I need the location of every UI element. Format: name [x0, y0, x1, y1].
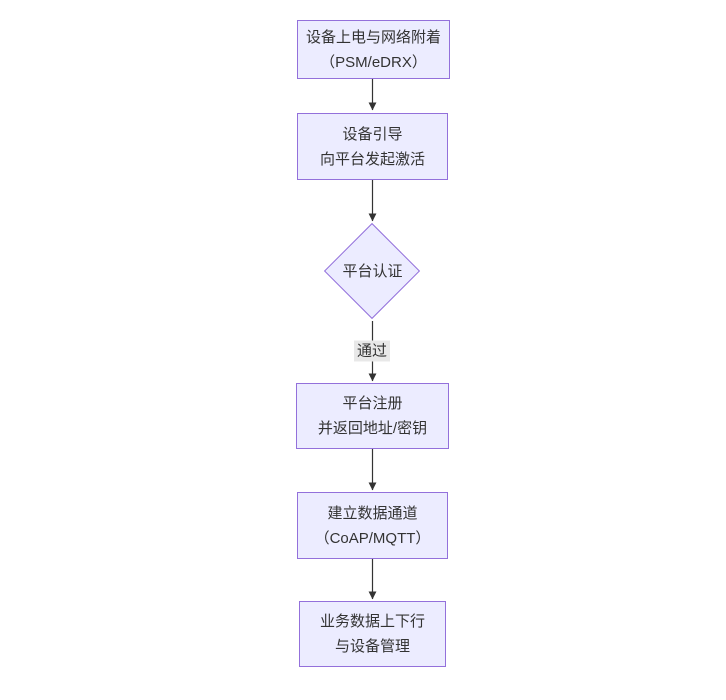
node-label-line: 并返回地址/密钥: [317, 420, 428, 437]
node-power-attach: 设备上电与网络附着 （PSM/eDRX）: [297, 20, 450, 79]
node-label-line: 设备引导: [342, 125, 403, 143]
node-data-channel: 建立数据通道 （CoAP/MQTT）: [297, 492, 448, 559]
node-label-line: 平台注册: [342, 395, 403, 412]
node-label-line: （PSM/eDRX）: [320, 53, 427, 71]
node-label-line: 业务数据上下行: [319, 613, 425, 630]
node-label-line: 建立数据通道: [327, 504, 418, 522]
node-label-line: 设备上电与网络附着: [305, 28, 441, 46]
edge-label-pass: 通过: [353, 340, 391, 362]
node-bootstrap: 设备引导 向平台发起激活: [297, 113, 448, 180]
node-platform-register: 平台注册 并返回地址/密钥: [296, 383, 449, 449]
node-label-line: 向平台发起激活: [319, 150, 425, 168]
node-business-data: 业务数据上下行 与设备管理: [299, 601, 446, 667]
node-label-line: （CoAP/MQTT）: [314, 529, 431, 547]
node-platform-auth-label: 平台认证: [342, 263, 403, 280]
node-label-line: 与设备管理: [334, 638, 410, 655]
